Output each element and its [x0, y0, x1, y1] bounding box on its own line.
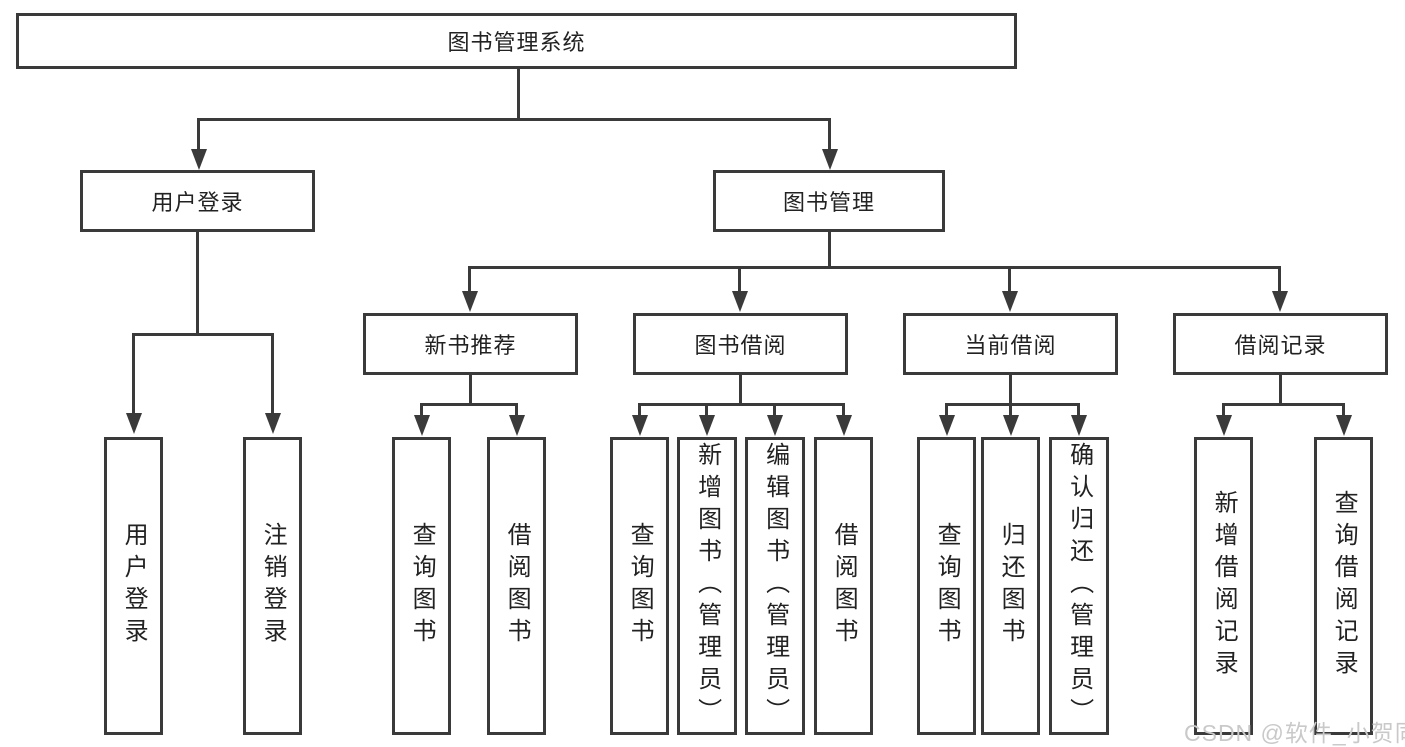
connector-newbook-hbar [420, 403, 517, 406]
leaf-confirm-return-admin: 确认归还（管理员） [1049, 437, 1109, 735]
connector-bookmgmt-hbar [468, 266, 1280, 269]
leaf-add-borrow-record: 新增借阅记录 [1194, 437, 1253, 735]
arrow-down-icon [1001, 266, 1018, 312]
leaf-query-book-3-label: 查询图书 [933, 522, 961, 650]
leaf-user-login: 用户登录 [104, 437, 163, 735]
connector-currentborrow-stem [1009, 374, 1012, 406]
arrow-down-icon [461, 266, 478, 312]
node-borrow-record-label: 借阅记录 [1234, 333, 1327, 358]
leaf-return-book: 归还图书 [981, 437, 1040, 735]
node-book-borrow-label: 图书借阅 [694, 333, 787, 358]
arrow-down-icon [1002, 403, 1019, 436]
leaf-add-book-admin: 新增图书（管理员） [677, 437, 737, 735]
node-current-borrow: 当前借阅 [903, 313, 1118, 375]
node-new-book-recommend: 新书推荐 [363, 313, 578, 375]
leaf-edit-book-admin-label: 编辑图书（管理员） [761, 442, 789, 730]
arrow-down-icon [413, 403, 430, 436]
leaf-borrow-book-1-label: 借阅图书 [503, 522, 531, 650]
node-book-management: 图书管理 [713, 170, 945, 232]
arrow-down-icon [835, 403, 852, 436]
leaf-query-book-2-label: 查询图书 [626, 522, 654, 650]
arrow-down-icon [731, 266, 748, 312]
leaf-query-book-3: 查询图书 [917, 437, 976, 735]
connector-root-stem [517, 68, 520, 120]
node-current-borrow-label: 当前借阅 [964, 333, 1057, 358]
node-root-label: 图书管理系统 [447, 30, 586, 55]
connector-currentborrow-hbar [945, 403, 1079, 406]
node-new-book-recommend-label: 新书推荐 [424, 333, 517, 358]
arrow-down-icon [766, 403, 783, 436]
connector-userlogin-stem [196, 231, 199, 335]
leaf-query-book-2: 查询图书 [610, 437, 669, 735]
node-borrow-record: 借阅记录 [1173, 313, 1388, 375]
leaf-add-borrow-record-label: 新增借阅记录 [1210, 490, 1238, 682]
node-book-borrow: 图书借阅 [633, 313, 848, 375]
leaf-user-login-label: 用户登录 [120, 522, 148, 650]
leaf-borrow-book-2-label: 借阅图书 [830, 522, 858, 650]
connector-borrowrecord-stem [1279, 374, 1282, 406]
leaf-borrow-book-1: 借阅图书 [487, 437, 546, 735]
leaf-edit-book-admin: 编辑图书（管理员） [745, 437, 805, 735]
leaf-logout: 注销登录 [243, 437, 302, 735]
arrow-down-icon [698, 403, 715, 436]
connector-borrowrecord-hbar [1222, 403, 1344, 406]
arrow-down-icon [264, 333, 281, 434]
leaf-borrow-book-2: 借阅图书 [814, 437, 873, 735]
leaf-query-book-1-label: 查询图书 [408, 522, 436, 650]
connector-newbook-stem [469, 374, 472, 406]
node-root-system: 图书管理系统 [16, 13, 1017, 69]
arrow-down-icon [1335, 403, 1352, 436]
connector-bookborrow-stem [739, 374, 742, 406]
arrow-down-icon [1215, 403, 1232, 436]
connector-userlogin-hbar [132, 333, 273, 336]
arrow-down-icon [125, 333, 142, 434]
node-user-login-label: 用户登录 [151, 190, 244, 215]
csdn-watermark: CSDN @软件_小贺同学 [1184, 720, 1405, 746]
leaf-query-borrow-record: 查询借阅记录 [1314, 437, 1373, 735]
arrow-down-icon [190, 118, 207, 170]
arrow-down-icon [631, 403, 648, 436]
arrow-down-icon [508, 403, 525, 436]
leaf-query-borrow-record-label: 查询借阅记录 [1330, 490, 1358, 682]
connector-bookmgmt-stem [828, 231, 831, 269]
connector-root-hbar [197, 118, 831, 121]
arrow-down-icon [1070, 403, 1087, 436]
leaf-return-book-label: 归还图书 [997, 522, 1025, 650]
leaf-query-book-1: 查询图书 [392, 437, 451, 735]
leaf-confirm-return-admin-label: 确认归还（管理员） [1065, 442, 1093, 730]
arrow-down-icon [1271, 266, 1288, 312]
arrow-down-icon [938, 403, 955, 436]
leaf-add-book-admin-label: 新增图书（管理员） [693, 442, 721, 730]
connector-bookborrow-hbar [638, 403, 844, 406]
arrow-down-icon [821, 118, 838, 170]
node-book-management-label: 图书管理 [782, 190, 875, 215]
node-user-login: 用户登录 [80, 170, 315, 232]
leaf-logout-label: 注销登录 [259, 522, 287, 650]
